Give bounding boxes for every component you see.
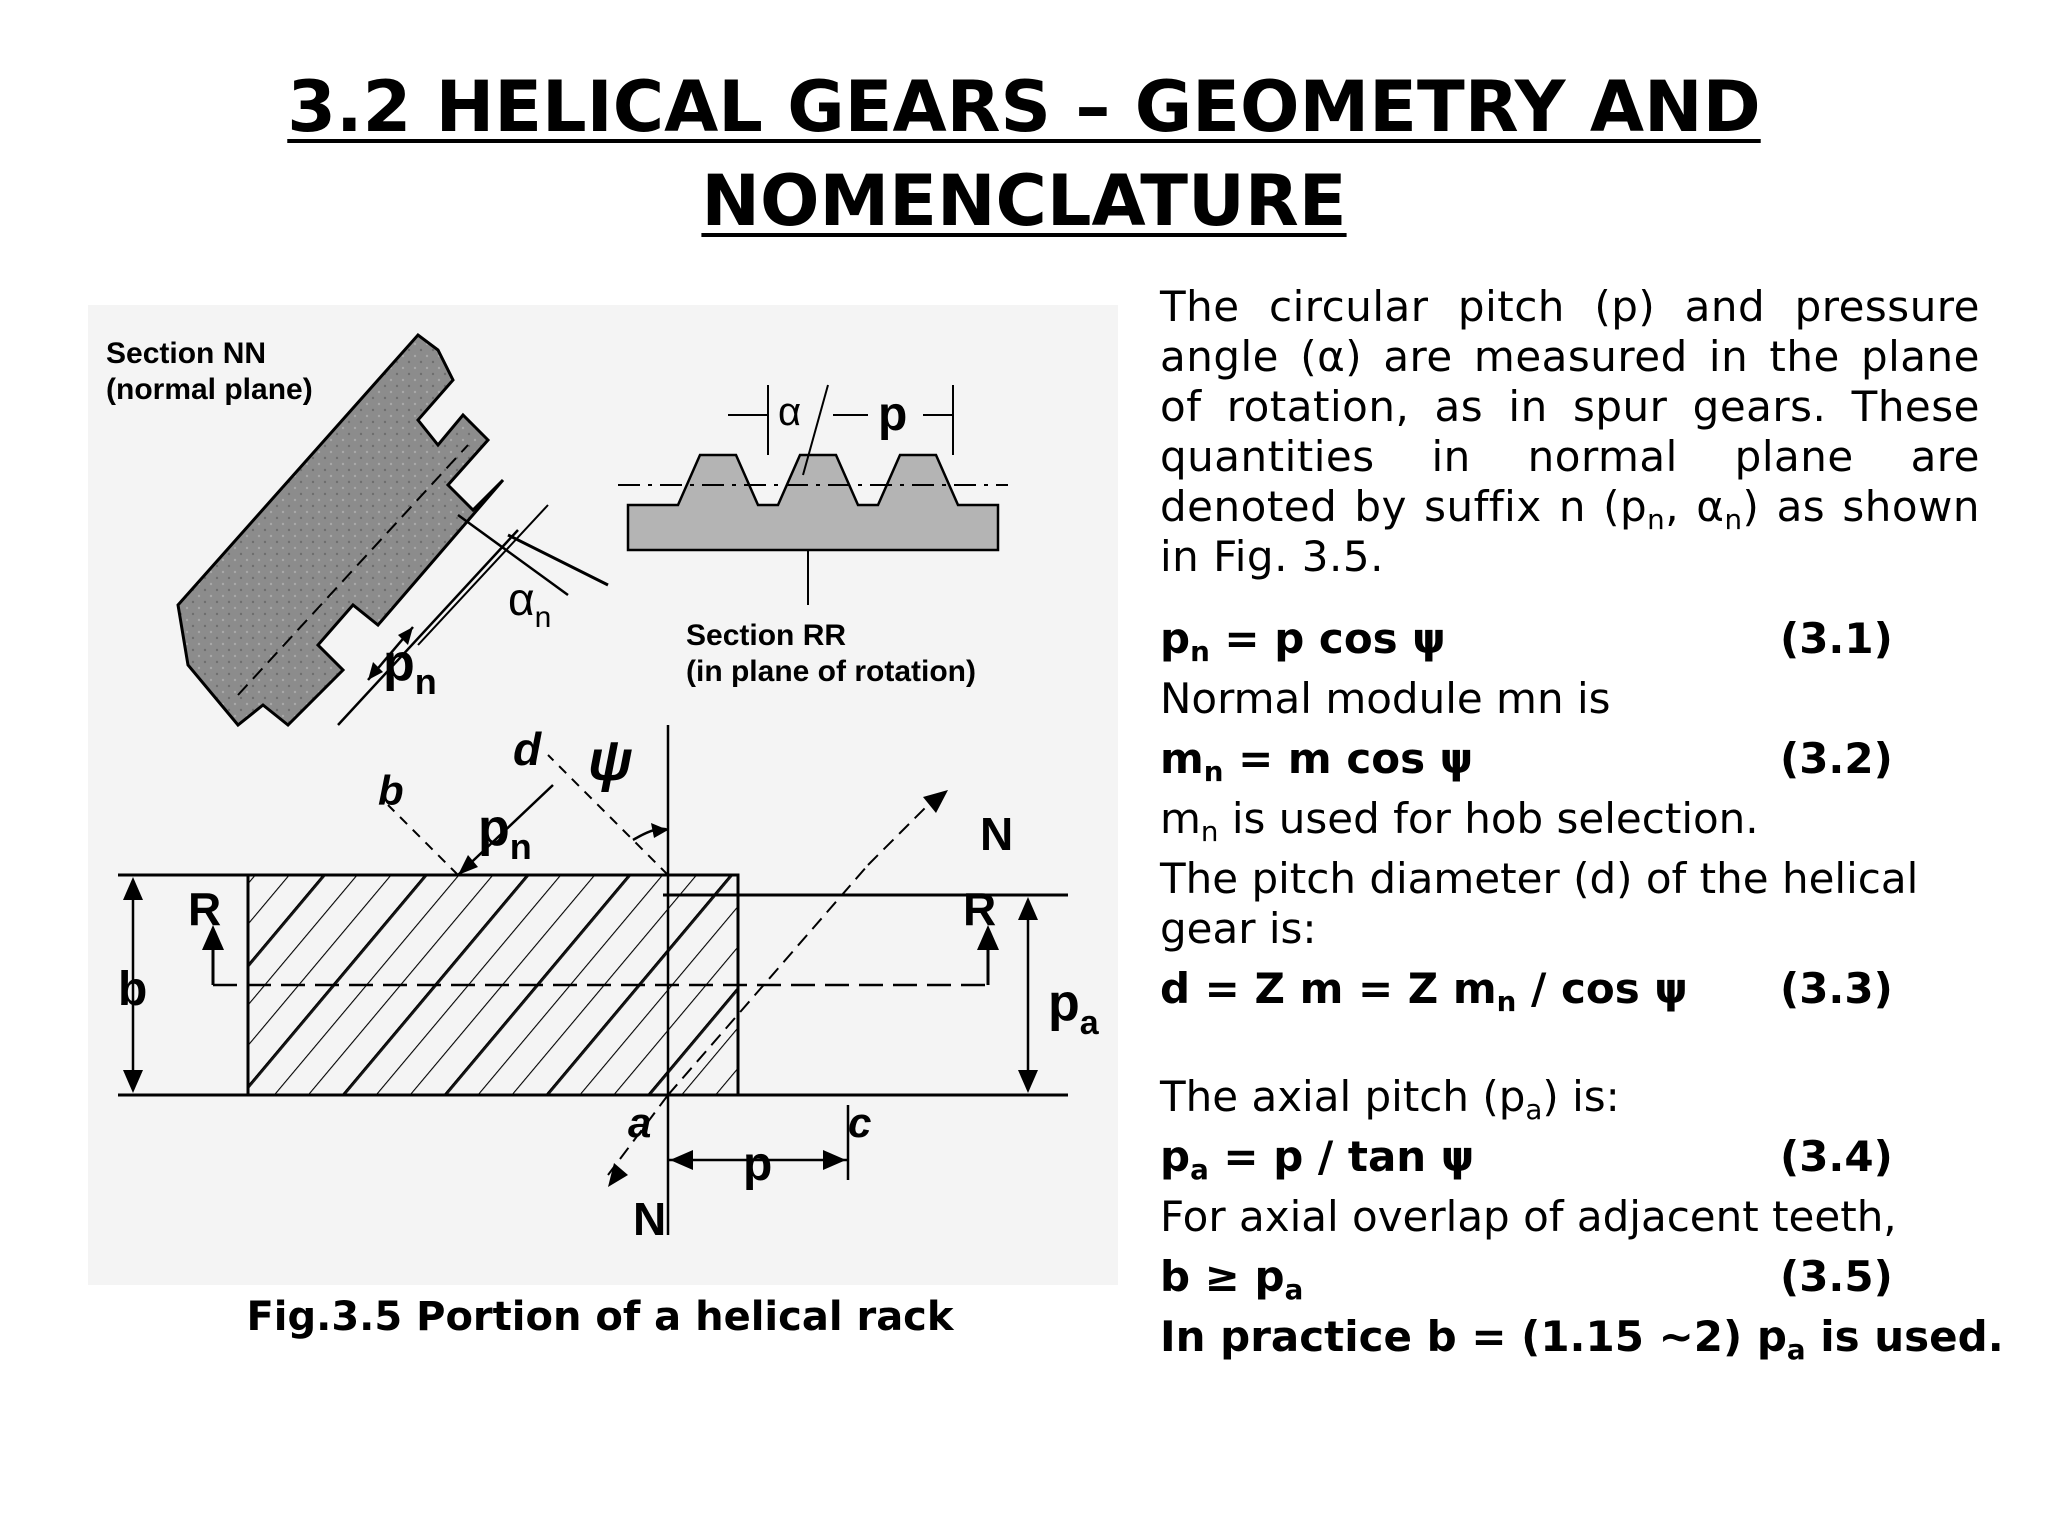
label-psi: ψ	[588, 728, 633, 793]
label-section-rr-1: Section RR	[686, 619, 846, 652]
label-p-bottom: p	[743, 1138, 772, 1191]
normal-module-line: Normal module mn is	[1160, 674, 1611, 723]
label-pn-upper: pn	[383, 634, 437, 702]
label-d: d	[513, 723, 542, 775]
label-r-left: R	[188, 883, 221, 935]
equation-number-3-3: (3.3)	[1780, 964, 1893, 1013]
label-alpha-n: αn	[508, 573, 551, 634]
section-nn-rack: Section NN (normal plane) αn pn	[106, 332, 609, 728]
label-b-left: b	[118, 963, 147, 1016]
pitch-diameter-line-1: The pitch diameter (d) of the helical	[1160, 854, 1919, 903]
pitch-diameter-line-2: gear is:	[1160, 904, 1317, 953]
label-alpha: α	[778, 390, 801, 434]
axial-overlap-line: For axial overlap of adjacent teeth,	[1160, 1192, 1897, 1241]
label-section-rr-2: (in plane of rotation)	[686, 655, 976, 688]
label-c: c	[848, 1099, 871, 1146]
slide-title: 3.2 HELICAL GEARS – GEOMETRY AND NOMENCL…	[0, 60, 2048, 248]
slide-title-line-2: NOMENCLATURE	[701, 160, 1347, 242]
rack-plan-view: d b ψ pn N R R b pa a c p N	[118, 723, 1100, 1245]
equation-number-3-4: (3.4)	[1780, 1132, 1893, 1181]
label-pa: pa	[1048, 974, 1100, 1042]
helical-rack-diagram: Section NN (normal plane) αn pn α p Sect…	[88, 305, 1118, 1285]
figure-caption: Fig.3.5 Portion of a helical rack	[246, 1294, 954, 1340]
intro-paragraph: The circular pitch (p) and pressure angl…	[1160, 282, 1981, 581]
label-n-top: N	[980, 808, 1013, 860]
equation-number-3-5: (3.5)	[1780, 1252, 1893, 1301]
label-section-nn-2: (normal plane)	[106, 373, 313, 406]
helical-rack-figure: Section NN (normal plane) αn pn α p Sect…	[88, 305, 1118, 1285]
equation-3-2: mn = m cos ψ (3.2)	[1160, 734, 1893, 788]
label-n-bottom: N	[633, 1193, 666, 1245]
equation-3-5: b ≥ pa (3.5)	[1160, 1252, 1893, 1306]
label-b-small: b	[378, 767, 404, 814]
equation-number-3-1: (3.1)	[1780, 614, 1893, 663]
equation-3-4: pa = p / tan ψ (3.4)	[1160, 1132, 1893, 1186]
equation-3-3: d = Z m = Z mn / cos ψ (3.3)	[1160, 964, 1893, 1018]
label-a: a	[628, 1099, 651, 1146]
slide-title-line-1: 3.2 HELICAL GEARS – GEOMETRY AND	[287, 66, 1761, 148]
equation-number-3-2: (3.2)	[1780, 734, 1893, 783]
explanation-text: The circular pitch (p) and pressure angl…	[1160, 282, 2004, 1370]
equation-3-1: pn = p cos ψ (3.1)	[1160, 614, 1893, 668]
section-rr-rack: α p Section RR (in plane of rotation)	[618, 384, 1008, 688]
figure-background	[88, 305, 1118, 1285]
practice-note: In practice b = (1.15 ~2) pa is used.	[1160, 1312, 2004, 1366]
hob-selection-line: mn is used for hob selection.	[1160, 794, 1759, 848]
label-p-section: p	[878, 388, 907, 441]
axial-pitch-line: The axial pitch (pa) is:	[1160, 1072, 1620, 1126]
label-r-right: R	[963, 883, 996, 935]
label-section-nn-1: Section NN	[106, 337, 266, 370]
label-pn-lower: pn	[478, 799, 532, 867]
